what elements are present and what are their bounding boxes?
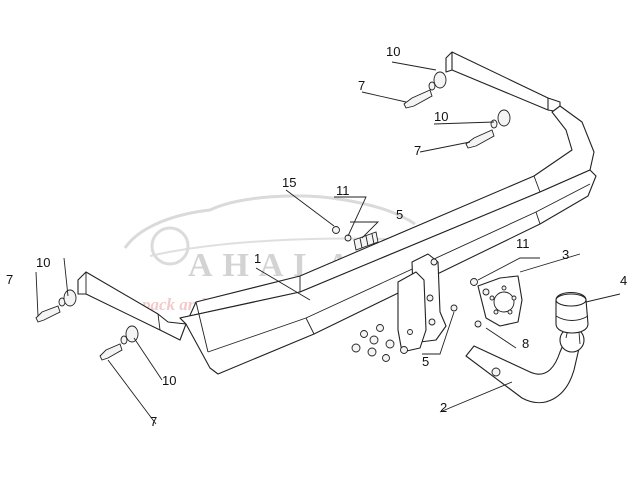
nut-washer-set	[351, 324, 408, 362]
callout-8: 8	[522, 336, 529, 351]
callout-3: 3	[562, 247, 569, 262]
bolt-set-right-upper	[403, 71, 447, 109]
bolt-set-right-lower	[465, 109, 511, 149]
callout-10-left-lower: 10	[162, 373, 176, 388]
leader-lines	[35, 61, 621, 425]
callout-7-mid: 7	[414, 143, 421, 158]
socket-plate	[477, 275, 523, 327]
watermark-car-icon	[123, 194, 416, 249]
right-side-bracket	[445, 51, 561, 113]
callout-5-center: 5	[396, 207, 403, 222]
main-cross-beam	[77, 51, 597, 375]
callout-15: 15	[282, 175, 296, 190]
callout-1: 1	[254, 251, 261, 266]
watermark-car-underline	[149, 237, 421, 257]
callout-10-left: 10	[36, 255, 50, 270]
callout-2: 2	[440, 400, 447, 415]
watermark-wheel-icon	[150, 226, 190, 266]
callout-7-left: 7	[6, 272, 13, 287]
callout-10-mid: 10	[434, 109, 448, 124]
callout-4: 4	[620, 273, 627, 288]
callout-5-lower: 5	[422, 354, 429, 369]
socket-plate-bracket	[477, 275, 523, 327]
callout-10-top: 10	[386, 44, 400, 59]
callout-7-left-lower: 7	[150, 414, 157, 429]
mount-hardware-right	[450, 278, 490, 328]
right-bracket-web	[451, 52, 549, 110]
callout-7-top: 7	[358, 78, 365, 93]
callouts: 10 7 10 7 15 11 5 1 11 3 4 8 5 2 7 10 10…	[6, 44, 627, 429]
mount-plate-front	[397, 271, 427, 353]
center-hardware	[332, 226, 379, 251]
bolt-set-left-upper	[35, 289, 77, 323]
spring-washer-5	[353, 231, 379, 251]
callout-11-center: 11	[336, 183, 350, 198]
bolt-set-left-lower	[99, 325, 139, 361]
hitch-mount-plates	[397, 253, 447, 353]
callout-11-right: 11	[516, 236, 530, 251]
ball-cover	[555, 291, 589, 334]
